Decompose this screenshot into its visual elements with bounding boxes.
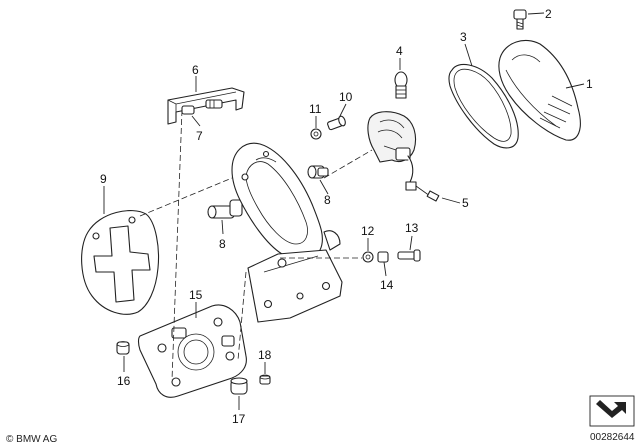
callout-7: 7	[196, 129, 203, 143]
rubber-spacer	[230, 377, 248, 395]
plate-mount-panel	[81, 210, 160, 315]
callout-6: 6	[192, 63, 199, 77]
copyright-text: © BMW AG	[6, 434, 57, 445]
bulb-holder	[367, 111, 440, 202]
stud-lower	[207, 199, 243, 219]
diagram-number: 00282644	[590, 432, 635, 443]
gasket	[448, 63, 519, 149]
lens-screw	[513, 9, 527, 30]
bulb	[394, 71, 408, 99]
backing-plate	[137, 304, 247, 398]
callout-15: 15	[189, 288, 203, 302]
callout-16: 16	[117, 374, 131, 388]
callout-10: 10	[339, 90, 353, 104]
leader-lines	[103, 12, 585, 410]
washer-right	[362, 251, 374, 263]
callout-8-lower: 8	[219, 237, 226, 251]
rear-light-lens	[498, 40, 581, 141]
callout-17: 17	[232, 412, 246, 426]
sleeve	[259, 374, 271, 385]
screw	[327, 115, 346, 131]
callout-13: 13	[405, 221, 419, 235]
washer	[310, 128, 322, 140]
callout-9: 9	[100, 172, 107, 186]
callout-2: 2	[545, 7, 552, 21]
callout-3: 3	[460, 30, 467, 44]
bracket-studs	[181, 99, 223, 115]
callout-11: 11	[309, 102, 322, 116]
nut	[116, 341, 130, 355]
callout-labels: 1 2 3 4 5 6 7 8 8 9 10 11 12 13 14 15 16…	[100, 7, 593, 426]
screw-right	[397, 249, 421, 262]
callout-12: 12	[361, 224, 375, 238]
callout-5: 5	[462, 196, 469, 210]
light-carrier-frame	[231, 142, 343, 323]
callout-1: 1	[586, 77, 593, 91]
stud-upper	[307, 165, 329, 179]
callout-14: 14	[380, 278, 394, 292]
callout-4: 4	[396, 44, 403, 58]
callout-8-upper: 8	[324, 193, 331, 207]
callout-18: 18	[258, 348, 272, 362]
nut-right	[377, 251, 389, 263]
direction-arrow-icon	[589, 395, 635, 427]
assembly-lines	[139, 109, 373, 381]
